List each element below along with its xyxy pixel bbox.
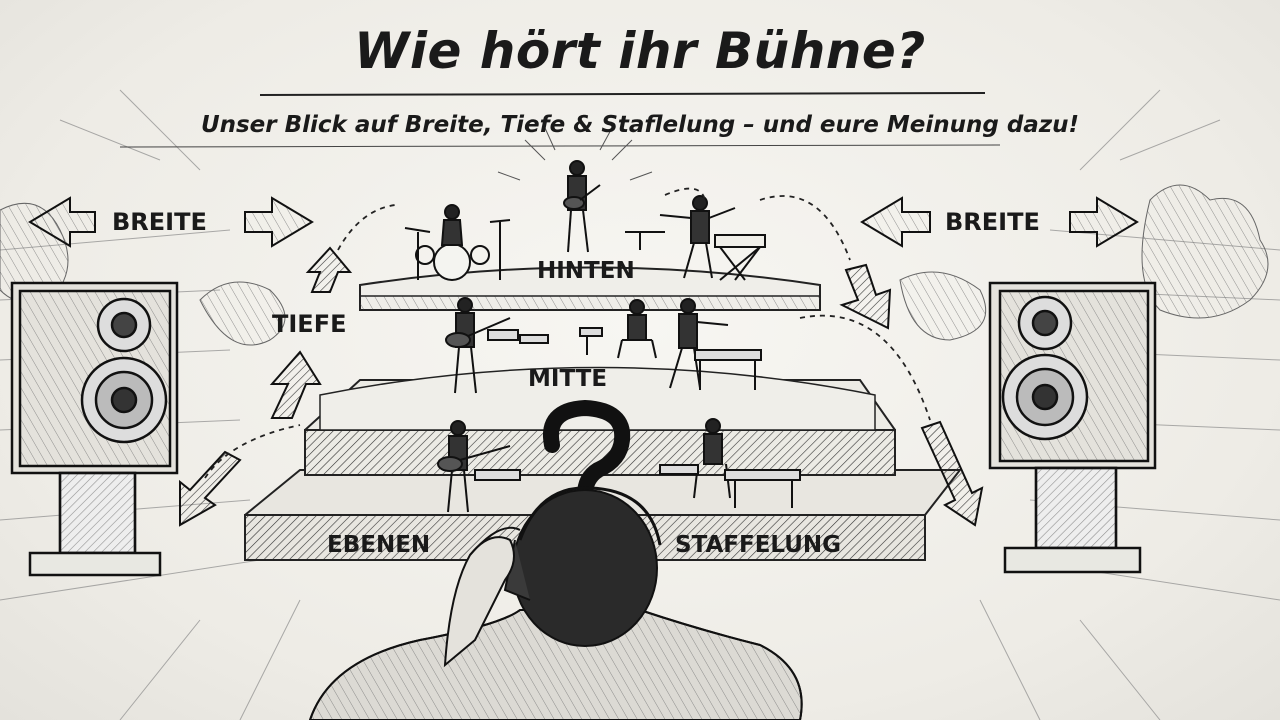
label-staffelung: STAFFELUNG xyxy=(675,532,842,558)
subtitle-underline xyxy=(119,144,1001,148)
guitarist-middle-left xyxy=(445,297,549,394)
label-mitte: MITTE xyxy=(528,366,608,392)
speaker-icon-right xyxy=(988,281,1157,574)
double-arrow-icon-right xyxy=(860,196,1139,248)
seated-player-front xyxy=(659,418,801,508)
listener-icon xyxy=(308,486,803,720)
title-underline xyxy=(259,92,986,96)
label-tiefe: TIEFE xyxy=(272,310,347,338)
question-mark-icon xyxy=(543,399,631,508)
dashed-curves xyxy=(204,187,931,479)
guitarist-middle-right xyxy=(669,298,762,390)
double-arrow-icon-left xyxy=(28,196,314,248)
page-subtitle: Unser Blick auf Breite, Tiefe & Staflelu… xyxy=(200,112,1080,138)
label-hinten: HINTEN xyxy=(537,258,635,284)
label-breite-left: BREITE xyxy=(112,208,207,236)
depth-arrows xyxy=(179,246,984,527)
speaker-icon-left xyxy=(10,281,179,577)
page-title: Wie hört ihr Bühne? xyxy=(354,22,926,80)
label-breite-right: BREITE xyxy=(945,208,1040,236)
focus-rays xyxy=(497,127,653,181)
singer-back xyxy=(625,195,736,279)
stage-tier-back xyxy=(359,266,821,311)
keyboard-icon xyxy=(714,234,766,281)
guitarist-front xyxy=(437,420,521,513)
drum-kit-icon xyxy=(404,204,511,281)
seated-player-middle xyxy=(579,299,657,359)
guitarist-back xyxy=(563,160,601,253)
label-ebenen: EBENEN xyxy=(327,532,431,558)
